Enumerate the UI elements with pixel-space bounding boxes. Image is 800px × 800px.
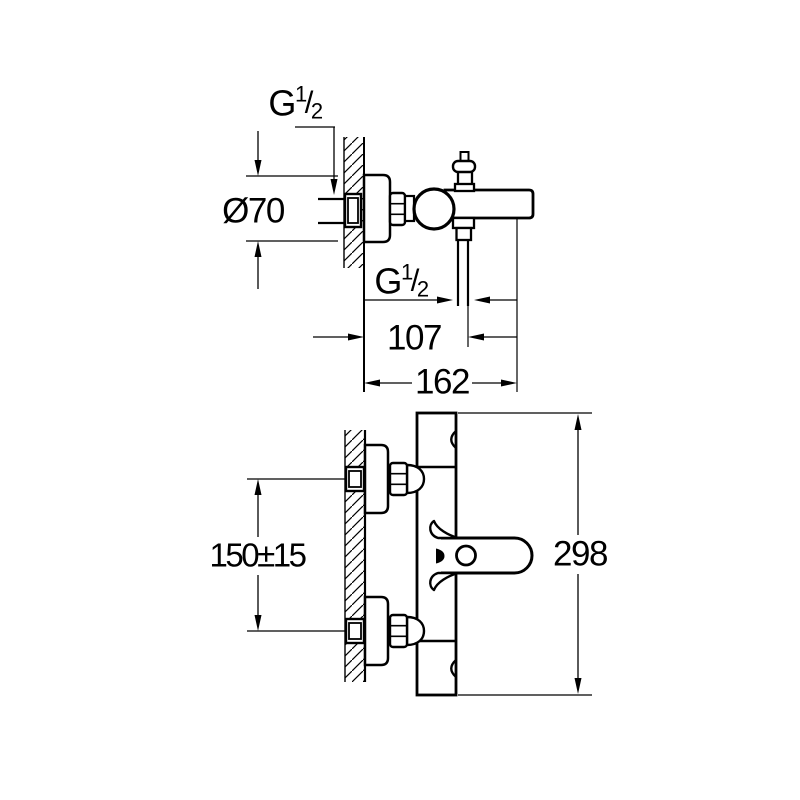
- dim-outlet-thread: [364, 296, 517, 304]
- label-dim-298: 298: [553, 534, 608, 574]
- control-handle: [412, 187, 456, 231]
- union-nut: [388, 191, 416, 227]
- escutcheon: [363, 443, 390, 515]
- mixer-body-bar: [443, 188, 535, 220]
- arrowhead-up: [574, 414, 582, 430]
- arrowhead-right: [437, 296, 453, 304]
- label-dim-107: 107: [387, 318, 442, 358]
- arrowhead-up: [254, 241, 262, 257]
- tub-spout: [429, 519, 534, 592]
- bottom-view: [247, 411, 592, 697]
- spout-top-wing: [429, 519, 460, 540]
- arrowhead-left: [364, 379, 380, 387]
- union-nut: [388, 613, 409, 649]
- thread-size-text: G: [268, 82, 296, 124]
- arrowhead-down: [254, 615, 262, 631]
- spout-bottom-wing: [429, 571, 460, 592]
- dim-162: [364, 218, 518, 392]
- label-thread-wall: G1/2: [268, 81, 323, 124]
- label-thread-outlet: G1/2: [374, 259, 429, 302]
- spout-screw-detail: [455, 544, 477, 567]
- thread-size-text: G: [374, 260, 402, 302]
- spout-outline: [441, 536, 534, 575]
- connection-boss: [405, 615, 426, 647]
- arrowhead-left: [474, 296, 490, 304]
- supply-connector: [318, 192, 363, 229]
- dim-107: [313, 306, 517, 347]
- upper-grip-detail: [450, 430, 457, 449]
- label-dim-162: 162: [415, 362, 470, 402]
- spout-inlet-mark: [436, 548, 445, 564]
- arrowhead-down: [330, 179, 338, 195]
- arrowhead-left: [468, 333, 484, 341]
- dim-diameter-70: [246, 131, 338, 289]
- connection-boss: [405, 463, 426, 495]
- shower-hose-outlet: [451, 216, 476, 306]
- arrowhead-down: [254, 160, 262, 176]
- arrowhead-right: [501, 379, 517, 387]
- dim-298: [458, 412, 592, 696]
- label-diameter-70: Ø70: [222, 191, 285, 231]
- upper-inlet: [344, 443, 426, 515]
- union-nut: [388, 461, 409, 497]
- wall-section-top: [343, 137, 365, 392]
- escutcheon: [363, 595, 390, 667]
- dim-leader-wall-thread: [295, 126, 338, 195]
- lower-grip-detail: [450, 659, 457, 678]
- lower-inlet: [344, 595, 426, 667]
- diverter-knob: [451, 151, 477, 193]
- top-view: [246, 126, 535, 392]
- dim-150: [247, 478, 345, 632]
- arrowhead-up: [254, 479, 262, 495]
- escutcheon: [362, 173, 392, 244]
- arrowhead-right: [348, 333, 364, 341]
- arrowhead-down: [574, 678, 582, 694]
- label-dim-150: 150±15: [209, 536, 307, 574]
